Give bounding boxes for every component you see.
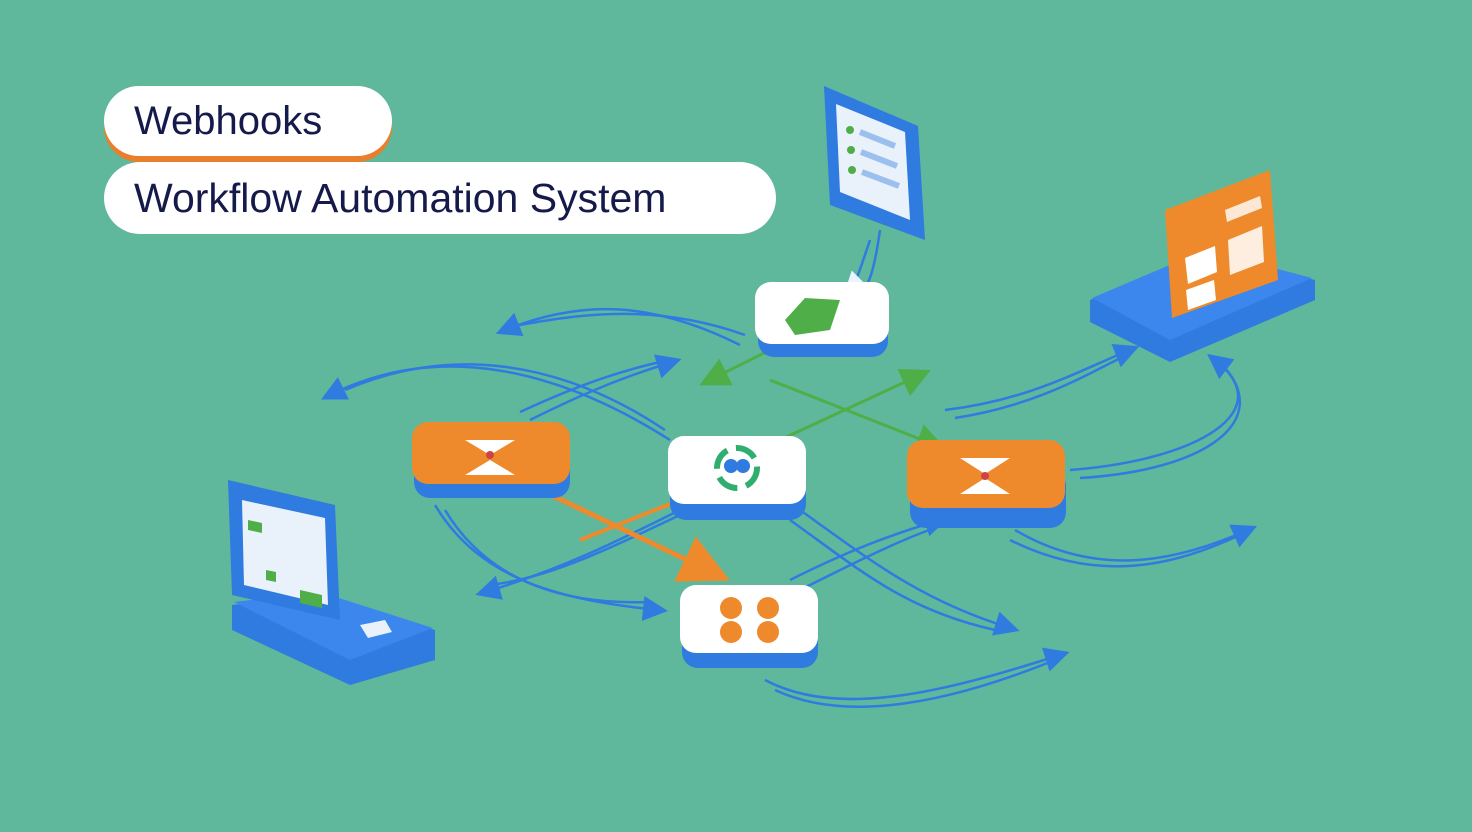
connector-arrow	[489, 513, 681, 587]
connector-arrow	[1079, 367, 1242, 480]
green-shapes-icon	[785, 298, 840, 335]
connector-arrow	[789, 512, 950, 582]
connector-arrow	[944, 343, 1140, 412]
green-arrow	[769, 378, 947, 453]
connector-arrow	[495, 307, 741, 347]
orange-arrow	[579, 498, 681, 542]
connector-arrow	[1014, 524, 1258, 562]
center-hub-node[interactable]	[668, 436, 806, 520]
list-document-icon	[846, 126, 856, 174]
connector-arrow	[774, 660, 1051, 708]
connector-arrow	[519, 312, 746, 337]
connector-arrow	[529, 354, 682, 422]
connector-arrow	[475, 503, 691, 600]
funnel-icon	[465, 440, 515, 475]
dashboard-screen-icon	[1185, 196, 1264, 310]
title-pill-webhooks: Webhooks	[104, 86, 392, 156]
connector-arrow	[799, 526, 936, 592]
orange-dashboard-node[interactable]	[1090, 170, 1315, 362]
laptop-icon	[242, 500, 328, 608]
title-pill-subtitle: Workflow Automation System	[104, 162, 776, 234]
connector-arrow	[799, 508, 1020, 636]
connector-arrow	[1009, 533, 1241, 568]
laptop-node[interactable]	[228, 480, 435, 685]
connector-arrow	[344, 363, 666, 432]
connector-arrow	[954, 354, 1126, 420]
connector-arrow	[443, 509, 651, 604]
title-line-1: Webhooks	[134, 98, 323, 143]
funnel-icon	[960, 458, 1010, 494]
bottom-node[interactable]	[680, 585, 818, 668]
connector-arrow	[789, 518, 996, 632]
green-arrow	[779, 368, 931, 442]
orange-arrow	[543, 489, 731, 582]
connector-arrow	[1069, 353, 1240, 472]
orange-right-node[interactable]	[907, 440, 1066, 528]
green-trigger-node[interactable]	[755, 282, 889, 357]
document-panel[interactable]	[824, 86, 925, 240]
connector-arrow	[519, 360, 661, 414]
connector-arrow	[321, 365, 671, 442]
orange-left-node[interactable]	[412, 422, 570, 498]
sync-cycle-icon	[714, 445, 760, 491]
connector-arrow	[764, 647, 1070, 701]
four-dots-icon	[720, 597, 779, 643]
title-line-2: Workflow Automation System	[134, 174, 667, 221]
